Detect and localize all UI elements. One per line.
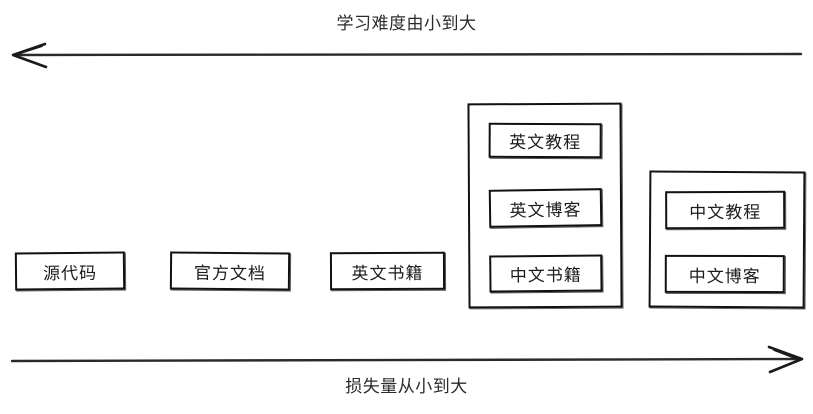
node-english-blog[interactable]: 英文博客 [488,188,603,228]
information-loss-axis [10,345,804,374]
node-chinese-books[interactable]: 中文书籍 [489,254,603,293]
learning-difficulty-axis [11,42,803,69]
node-label: 英文书籍 [351,263,424,284]
node-english-books[interactable]: 英文书籍 [329,251,446,291]
node-label: 中文教程 [689,202,762,223]
node-label: 源代码 [42,263,98,284]
group-english-tutorial: 英文教程 英文博客 中文书籍 [467,102,623,309]
node-label: 英文教程 [509,132,582,154]
node-label: 英文博客 [509,199,582,222]
node-chinese-blog[interactable]: 中文博客 [664,254,785,294]
learning-difficulty-axis-label: 学习难度由小到大 [336,14,477,34]
node-chinese-tutorial[interactable]: 中文教程 [665,190,786,230]
node-english-tutorial[interactable]: 英文教程 [488,122,602,159]
node-label: 官方文档 [193,263,267,284]
group-chinese-tutorial: 中文教程 中文博客 [648,170,806,309]
node-label: 中文书籍 [509,265,582,287]
node-official-docs[interactable]: 官方文档 [169,251,291,291]
node-label: 中文博客 [688,266,761,287]
node-source-code[interactable]: 源代码 [14,251,126,291]
information-loss-axis-label: 损失量从小到大 [345,377,468,397]
